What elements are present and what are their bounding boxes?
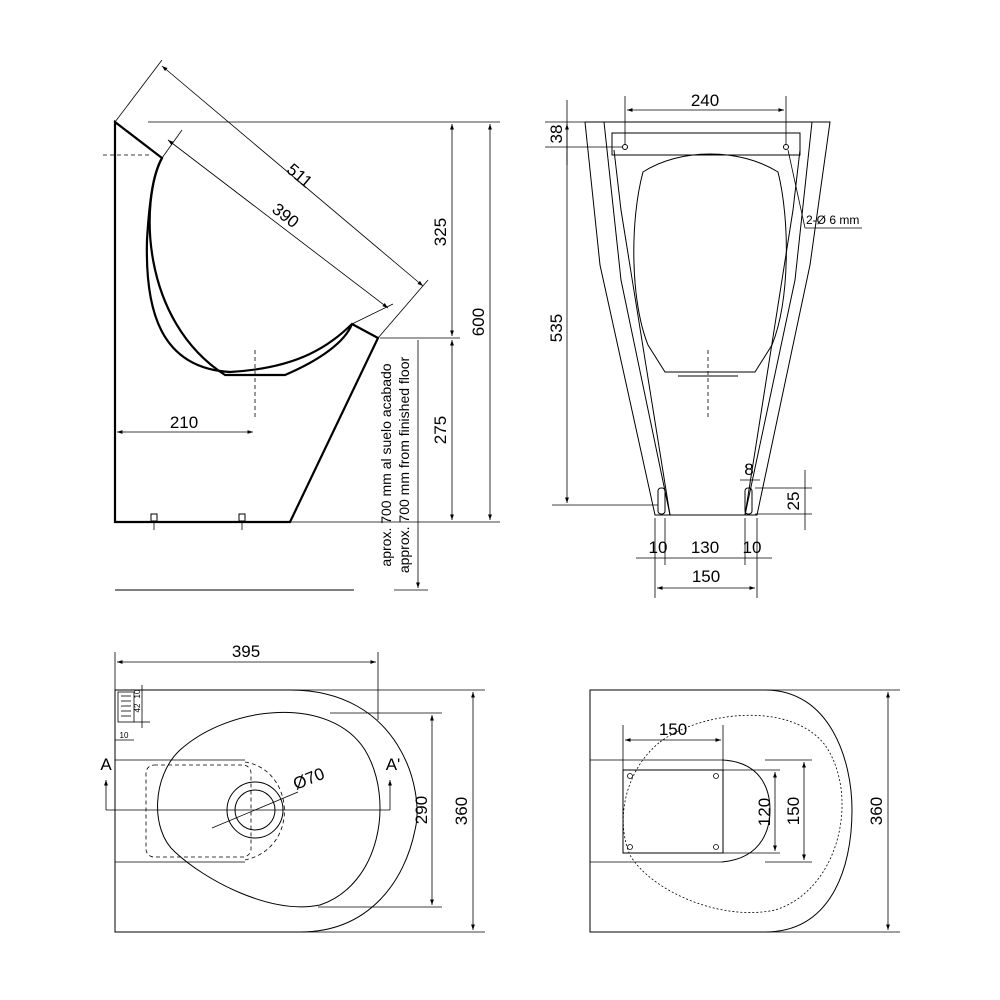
back-bowl-hidden xyxy=(622,714,843,913)
top-outline xyxy=(114,689,418,933)
holes-leader xyxy=(787,149,806,229)
top-bowl xyxy=(157,712,381,908)
dim-130-label: 130 xyxy=(691,538,719,557)
side-foot-right xyxy=(238,513,246,522)
section-label-right: A' xyxy=(386,755,401,774)
dim-150-bottom-label: 150 xyxy=(692,567,720,586)
dim-25-label: 25 xyxy=(784,492,803,511)
back-view: 150 120 150 360 xyxy=(589,689,900,933)
dim-535-label: 535 xyxy=(547,314,566,342)
dim-8-label: 8 xyxy=(744,460,753,479)
front-hole-left xyxy=(622,144,628,150)
dim-290-label: 290 xyxy=(412,796,431,824)
front-inner-outline xyxy=(603,121,813,516)
floor-note-en: approx. 700 mm from finished floor xyxy=(396,357,412,574)
dim-360-label: 360 xyxy=(452,797,471,825)
dim-210-label: 210 xyxy=(170,413,198,432)
front-hole-right xyxy=(783,144,789,150)
front-slot-right xyxy=(744,487,753,515)
front-slot-left xyxy=(657,487,666,515)
back-outline xyxy=(589,689,853,933)
front-bracket xyxy=(611,132,801,156)
front-inner-right xyxy=(744,149,801,516)
dim-back-150w-label: 150 xyxy=(659,720,687,739)
front-bowl xyxy=(633,153,787,373)
dim-390-line xyxy=(167,139,389,309)
back-plate xyxy=(622,769,724,854)
front-view: 240 38 535 2-Ø 6 mm 8 25 10 130 10 150 xyxy=(545,91,862,598)
front-inner-left xyxy=(613,149,671,516)
section-label-left: A xyxy=(100,755,112,774)
dim-325-label: 325 xyxy=(431,218,450,246)
dim-511-label: 511 xyxy=(283,160,316,192)
floor-note-es: aprox. 700 mm al suelo acabado xyxy=(378,363,394,566)
dim-390-label: 390 xyxy=(268,199,302,231)
front-outline xyxy=(584,121,831,516)
detail-10-top: 10 xyxy=(133,689,142,698)
dim-10-right-label: 10 xyxy=(743,538,762,557)
dim-holes-label: 2-Ø 6 mm xyxy=(806,213,859,227)
dim-back-150h-label: 150 xyxy=(784,797,803,825)
top-plate xyxy=(145,764,252,858)
dim-395-label: 395 xyxy=(232,642,260,661)
side-bowl-curve xyxy=(148,157,354,377)
detail-42: 42 xyxy=(133,703,142,712)
dim-275-label: 275 xyxy=(431,416,450,444)
dim-drain-label: Ø70 xyxy=(290,764,327,794)
dim-10-left-label: 10 xyxy=(649,538,668,557)
top-view: A A' Ø70 10 42 10 395 290 360 xyxy=(100,642,485,933)
dim-38-label: 38 xyxy=(547,125,566,144)
dim-240-label: 240 xyxy=(691,91,719,110)
side-view: 511 390 210 325 275 600 aprox. 700 mm al… xyxy=(103,59,500,591)
dim-back-360-label: 360 xyxy=(867,797,886,825)
side-foot-left xyxy=(150,513,158,522)
dim-600-label: 600 xyxy=(469,308,488,336)
detail-10-bottom: 10 xyxy=(120,731,129,740)
dim-back-120-label: 120 xyxy=(755,798,774,826)
corner-detail xyxy=(117,691,135,723)
